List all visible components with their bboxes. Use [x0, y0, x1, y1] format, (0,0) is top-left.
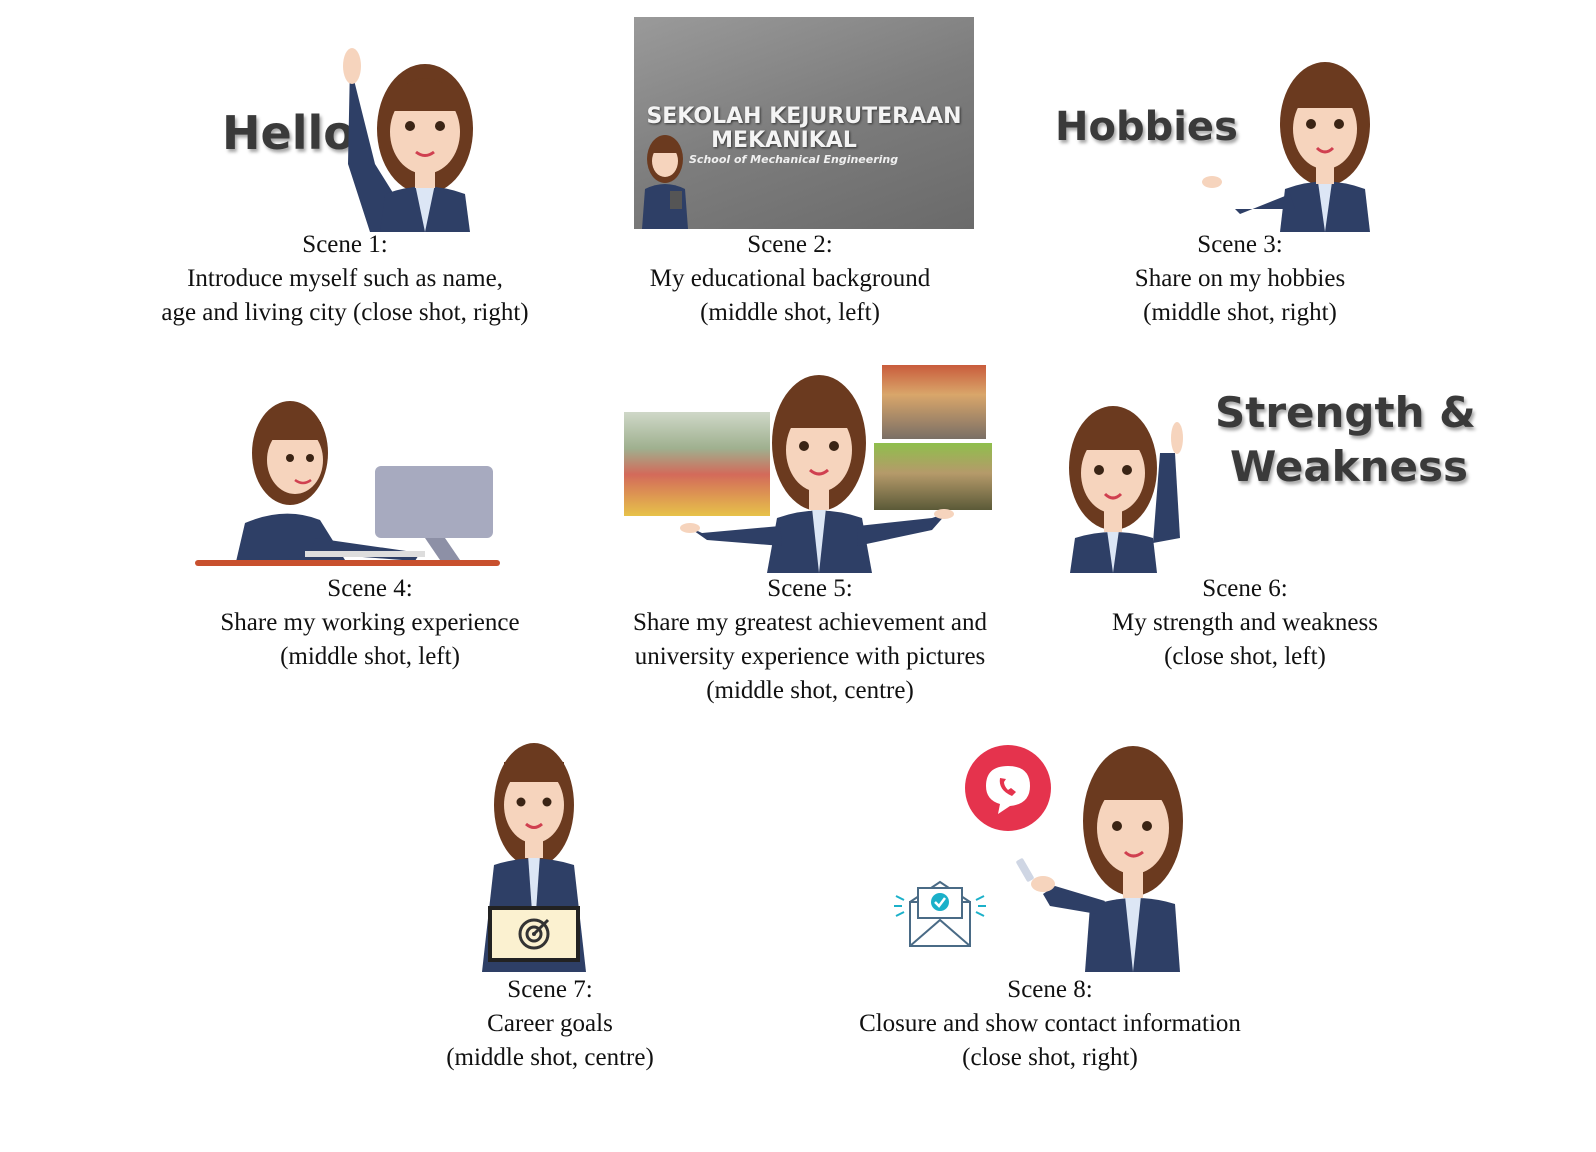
small-character-illustration: [642, 135, 688, 229]
scene-description-line: (middle shot, centre): [446, 1044, 654, 1071]
scene-title: Scene 6:: [1202, 575, 1288, 602]
hello-overlay-text: Hello: [222, 106, 355, 160]
scene-1-caption: Scene 1: Introduce myself such as name, …: [150, 228, 540, 330]
scene-description-line: Career goals: [487, 1010, 613, 1037]
character-pointing-up-illustration: [1069, 406, 1183, 573]
scene-description-line: (middle shot, centre): [706, 677, 914, 704]
character-open-arms-illustration: [680, 375, 954, 573]
school-sign-line-1: SEKOLAH KEJURUTERAAN: [646, 104, 962, 129]
school-sign-photo: SEKOLAH KEJURUTERAAN MEKANIKAL School of…: [634, 17, 974, 229]
scene-description-line: (middle shot, left): [280, 643, 460, 670]
scene-title: Scene 2:: [747, 231, 833, 258]
strength-overlay-text-line-2: Weakness: [1230, 442, 1468, 491]
scene-7-caption: Scene 7: Career goals (middle shot, cent…: [420, 973, 680, 1075]
scene-title: Scene 8:: [1007, 976, 1093, 1003]
group-photo-bottom-right: [874, 443, 992, 510]
school-sign-line-3: School of Mechanical Engineering: [689, 153, 899, 166]
scene-description-line: university experience with pictures: [634, 643, 986, 670]
scene-description-line: age and living city (close shot, right): [161, 299, 529, 326]
scene-3-caption: Scene 3: Share on my hobbies (middle sho…: [1090, 228, 1390, 330]
group-photo-left: [624, 412, 770, 516]
scene-description-line: (close shot, left): [1164, 643, 1326, 670]
character-waving-illustration: [343, 48, 473, 232]
scene-description-line: My strength and weakness: [1112, 609, 1378, 636]
email-envelope-icon: [894, 880, 986, 947]
scene-6-caption: Scene 6: My strength and weakness (close…: [1090, 572, 1400, 674]
phone-chat-badge-icon: [965, 745, 1051, 831]
strength-overlay-text-line-1: Strength &: [1215, 388, 1476, 437]
scene-description-line: Share my greatest achievement and: [632, 609, 988, 636]
scene-description-line: (close shot, right): [962, 1044, 1138, 1071]
scene-description-line: Share my working experience: [220, 609, 520, 636]
school-sign-line-2: MEKANIKAL: [711, 128, 857, 153]
scene-title: Scene 7:: [507, 976, 593, 1003]
scene-8-caption: Scene 8: Closure and show contact inform…: [840, 973, 1260, 1075]
character-presenting-illustration: [1202, 62, 1370, 232]
group-photo-top-right: [882, 365, 986, 439]
scene-2-caption: Scene 2: My educational background (midd…: [600, 228, 980, 330]
scene-description-line: (middle shot, right): [1143, 299, 1337, 326]
scene-title: Scene 1:: [302, 231, 388, 258]
scene-5-caption: Scene 5: Share my greatest achievement a…: [610, 572, 1010, 708]
scene-description-line: Introduce myself such as name,: [187, 265, 503, 292]
hobbies-overlay-text: Hobbies: [1055, 104, 1238, 150]
scene-description-line: My educational background: [649, 265, 931, 292]
scene-title: Scene 4:: [327, 575, 413, 602]
scene-title: Scene 3:: [1197, 231, 1283, 258]
scene-description-line: (middle shot, left): [700, 299, 880, 326]
character-holding-target-illustration: [482, 743, 586, 972]
scene-4-caption: Scene 4: Share my working experience (mi…: [200, 572, 540, 674]
scene-description-line: Closure and show contact information: [859, 1010, 1241, 1037]
character-at-computer-illustration: [195, 401, 500, 566]
scene-description-line: Share on my hobbies: [1134, 265, 1346, 292]
character-with-phone-illustration: [1016, 746, 1183, 972]
scene-title: Scene 5:: [767, 575, 853, 602]
